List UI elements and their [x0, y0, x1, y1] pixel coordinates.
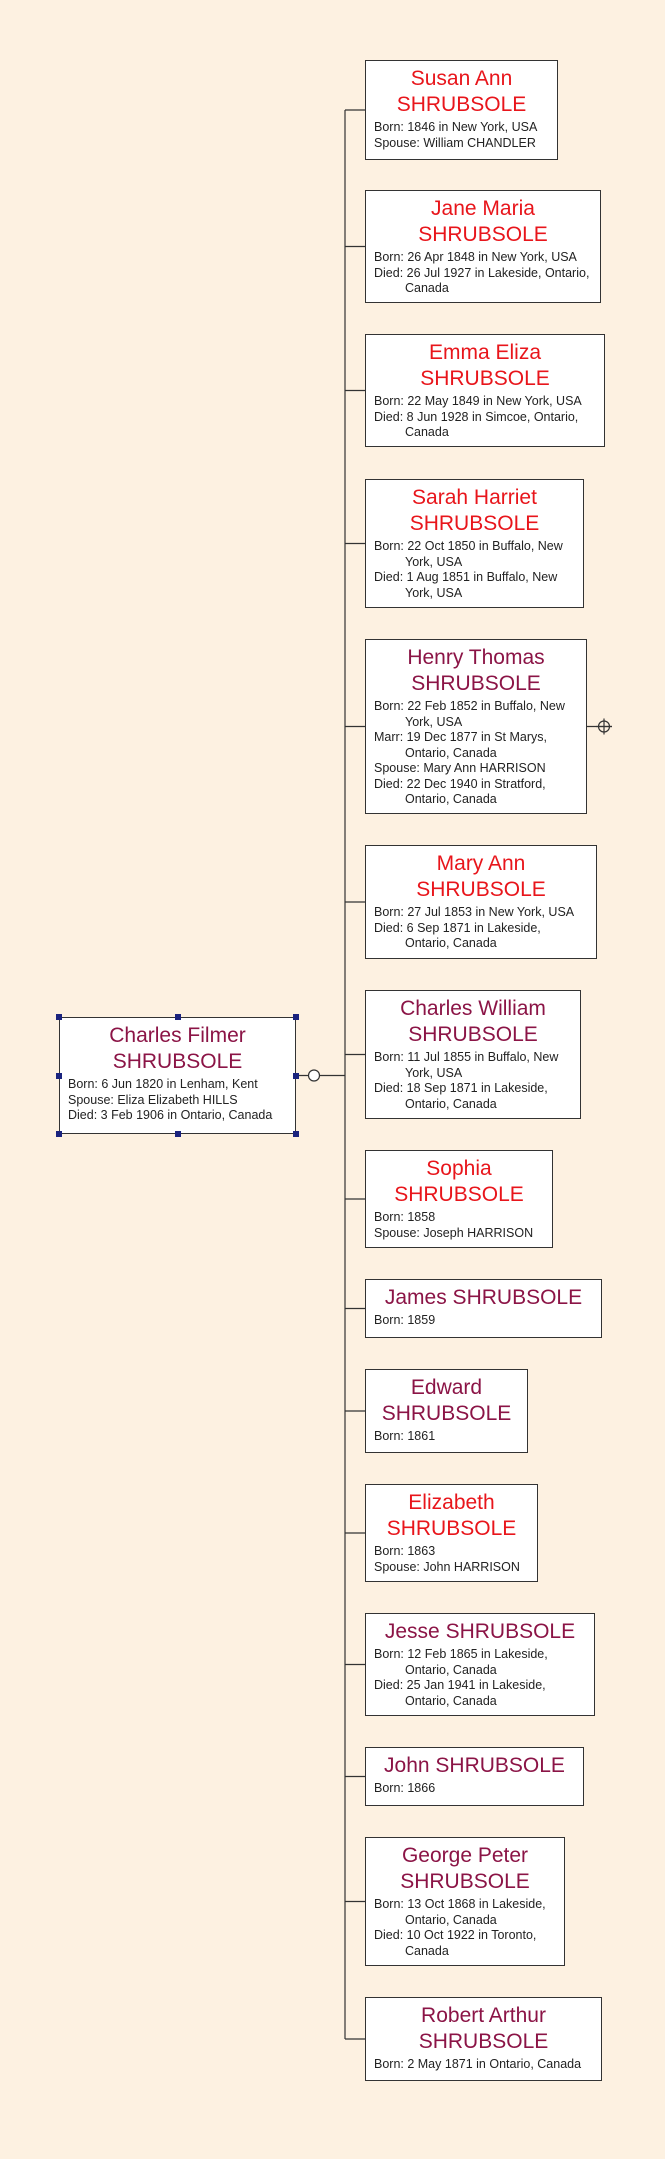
person-fact: Spouse: Eliza Elizabeth HILLS [68, 1092, 238, 1107]
person-box-robert-arthur-shrubsole[interactable]: Robert Arthur SHRUBSOLE Born: 2 May 1871 … [365, 1997, 602, 2081]
person-facts: Born: 6 Jun 1820 in Lenham, Kent Spouse:… [68, 1077, 287, 1124]
person-fact: Spouse: Joseph HARRISON [374, 1225, 534, 1240]
selection-handle[interactable] [293, 1072, 299, 1079]
person-fact: Died: 8 Jun 1928 in Simcoe, Ontario, Can… [374, 409, 579, 440]
person-box-charles-william-shrubsole[interactable]: Charles William SHRUBSOLE Born: 11 Jul 18… [365, 990, 581, 1119]
person-facts: Born: 1861 [374, 1429, 519, 1445]
person-fact: Born: 22 Oct 1850 in Buffalo, New York, … [374, 539, 563, 569]
selection-handle[interactable] [293, 1014, 299, 1020]
person-fact: Born: 1859 [374, 1313, 436, 1327]
person-name: Robert Arthur SHRUBSOLE [418, 2004, 549, 2053]
selection-handle[interactable] [293, 1131, 299, 1137]
person-box-henry-thomas-shrubsole[interactable]: Henry Thomas SHRUBSOLE Born: 22 Feb 1852 … [365, 639, 587, 814]
selection-handle[interactable] [56, 1072, 62, 1079]
selection-handle[interactable] [56, 1131, 62, 1137]
person-fact: Died: 18 Sep 1871 in Lakeside, Ontario, … [374, 1081, 548, 1111]
person-box-james-shrubsole[interactable]: James SHRUBSOLE Born: 1859 [365, 1279, 602, 1338]
person-fact: Born: 6 Jun 1820 in Lenham, Kent [68, 1077, 258, 1091]
person-fact: Died: 22 Dec 1940 in Stratford, Ontario,… [374, 776, 546, 807]
person-name: Sophia SHRUBSOLE [394, 1157, 524, 1206]
person-facts: Born: 22 Feb 1852 in Buffalo, New York, … [374, 699, 578, 808]
person-name: Charles Filmer SHRUBSOLE [109, 1024, 246, 1073]
person-fact: Born: 27 Jul 1853 in New York, USA [374, 905, 575, 919]
person-fact: Born: 22 May 1849 in New York, USA [374, 394, 582, 408]
person-name: Elizabeth SHRUBSOLE [386, 1491, 517, 1540]
person-fact: Born: 13 Oct 1868 in Lakeside, Ontario, … [374, 1897, 546, 1927]
person-facts: Born: 1859 [374, 1313, 593, 1329]
person-facts: Born: 13 Oct 1868 in Lakeside, Ontario, … [374, 1897, 556, 1959]
person-fact: Died: 3 Feb 1906 in Ontario, Canada [68, 1108, 273, 1122]
person-fact: Spouse: John HARRISON [374, 1559, 520, 1574]
person-fact: Born: 22 Feb 1852 in Buffalo, New York, … [374, 699, 565, 729]
person-fact: Born: 1858 [374, 1210, 436, 1224]
person-facts: Born: 1866 [374, 1781, 575, 1797]
person-name: Sarah Harriet SHRUBSOLE [409, 486, 540, 535]
selection-handle[interactable] [174, 1131, 181, 1137]
person-box-susan-ann-shrubsole[interactable]: Susan Ann SHRUBSOLE Born: 1846 in New Yor… [365, 60, 558, 160]
person-name: Mary Ann SHRUBSOLE [416, 852, 546, 901]
person-name: Jane Maria SHRUBSOLE [418, 197, 548, 246]
person-name: George Peter SHRUBSOLE [400, 1844, 530, 1893]
person-fact: Born: 1846 in New York, USA [374, 120, 538, 134]
person-box-george-peter-shrubsole[interactable]: George Peter SHRUBSOLE Born: 13 Oct 1868 … [365, 1837, 565, 1966]
person-fact: Died: 26 Jul 1927 in Lakeside, Ontario, … [374, 265, 590, 296]
person-fact: Died: 10 Oct 1922 in Toronto, Canada [374, 1928, 537, 1958]
person-box-jesse-shrubsole[interactable]: Jesse SHRUBSOLE Born: 12 Feb 1865 in Lake… [365, 1613, 595, 1716]
person-name: Jesse SHRUBSOLE [384, 1620, 576, 1643]
selection-handle[interactable] [56, 1014, 62, 1020]
person-fact: Born: 1863 [374, 1544, 436, 1558]
person-facts: Born: 2 May 1871 in Ontario, Canada [374, 2057, 593, 2073]
person-fact: Died: 1 Aug 1851 in Buffalo, New York, U… [374, 570, 558, 600]
person-name: Edward SHRUBSOLE [381, 1376, 512, 1425]
person-fact: Died: 6 Sep 1871 in Lakeside, Ontario, C… [374, 920, 541, 951]
person-name: John SHRUBSOLE [384, 1754, 565, 1777]
person-facts: Born: 12 Feb 1865 in Lakeside, Ontario, … [374, 1647, 586, 1709]
person-box-john-shrubsole[interactable]: John SHRUBSOLE Born: 1866 [365, 1747, 584, 1806]
person-box-edward-shrubsole[interactable]: Edward SHRUBSOLE Born: 1861 [365, 1369, 528, 1453]
person-fact: Born: 26 Apr 1848 in New York, USA [374, 250, 577, 264]
expand-crosshair-icon[interactable] [596, 718, 612, 735]
person-fact: Died: 25 Jan 1941 in Lakeside, Ontario, … [374, 1678, 546, 1708]
person-facts: Born: 11 Jul 1855 in Buffalo, New York, … [374, 1050, 572, 1112]
person-name: Susan Ann SHRUBSOLE [396, 67, 527, 116]
person-fact: Spouse: William CHANDLER [374, 135, 536, 150]
person-fact: Born: 12 Feb 1865 in Lakeside, Ontario, … [374, 1647, 548, 1677]
person-fact: Born: 2 May 1871 in Ontario, Canada [374, 2057, 582, 2071]
person-fact: Born: 11 Jul 1855 in Buffalo, New York, … [374, 1050, 559, 1080]
selection-handle[interactable] [174, 1014, 181, 1020]
person-facts: Born: 22 Oct 1850 in Buffalo, New York, … [374, 539, 575, 601]
person-box-sarah-harriet-shrubsole[interactable]: Sarah Harriet SHRUBSOLE Born: 22 Oct 1850… [365, 479, 584, 608]
person-fact: Born: 1866 [374, 1781, 436, 1795]
person-box-charles-filmer[interactable]: Charles Filmer SHRUBSOLE Born: 6 Jun 182… [59, 1017, 296, 1134]
person-fact: Marr: 19 Dec 1877 in St Marys, Ontario, … [374, 730, 547, 760]
person-name: Charles William SHRUBSOLE [400, 997, 546, 1046]
person-name: James SHRUBSOLE [384, 1286, 583, 1309]
person-name: Henry Thomas SHRUBSOLE [407, 646, 545, 695]
person-name: Emma Eliza SHRUBSOLE [420, 341, 550, 390]
person-fact: Spouse: Mary Ann HARRISON [374, 761, 546, 775]
person-fact: Born: 1861 [374, 1429, 436, 1443]
connector-circle-icon[interactable] [307, 1069, 321, 1082]
